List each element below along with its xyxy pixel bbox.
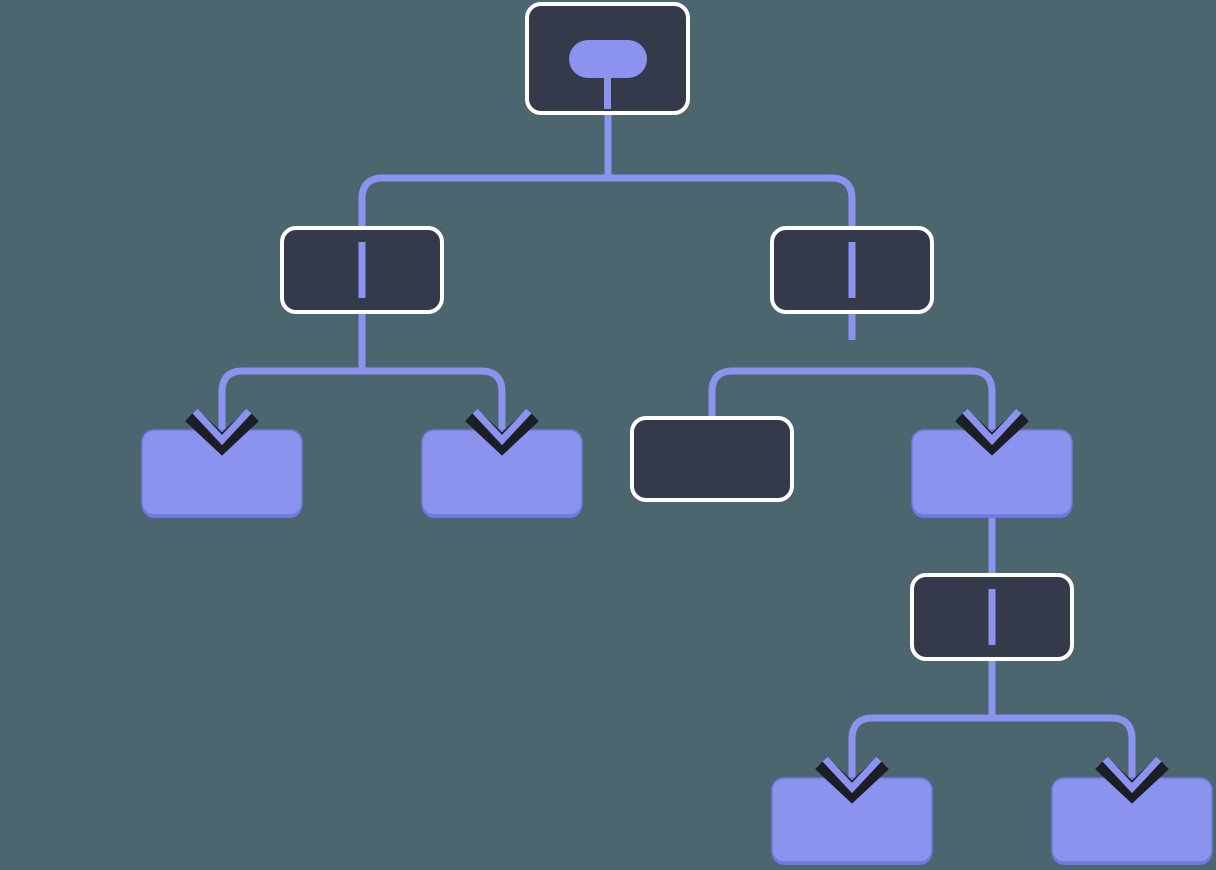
edge-l2right-to-l3d	[852, 367, 996, 444]
node-l3-a[interactable]	[141, 429, 303, 516]
edge-layer	[218, 76, 1136, 792]
root-pill-badge	[569, 40, 647, 78]
node-l3-d[interactable]	[911, 429, 1073, 516]
arrowhead-layer	[185, 408, 1169, 804]
node-l3-c[interactable]	[630, 416, 794, 502]
node-l5-right[interactable]	[1051, 777, 1213, 863]
node-l5-left[interactable]	[771, 777, 933, 863]
edge-l4-to-l5left	[848, 714, 992, 792]
arrowhead-highlight-l5-left-icon	[822, 756, 882, 794]
arrowhead-highlight-l5-right-icon	[1102, 756, 1162, 794]
node-l3-b[interactable]	[421, 429, 583, 516]
edge-split-to-l2-left	[358, 174, 608, 340]
edge-l2left-to-l3a	[218, 367, 362, 444]
edge-l2right-to-l3c	[708, 367, 852, 420]
arrowhead-highlight-l3-a-icon	[192, 408, 252, 446]
edge-l4-to-l5right	[992, 714, 1136, 792]
edge-split-to-l2-right	[608, 174, 856, 340]
node-layer	[141, 2, 1213, 865]
arrowhead-highlight-l3-d-icon	[962, 408, 1022, 446]
edge-l2left-to-l3b	[362, 367, 506, 444]
arrowhead-highlight-l3-b-icon	[472, 408, 532, 446]
